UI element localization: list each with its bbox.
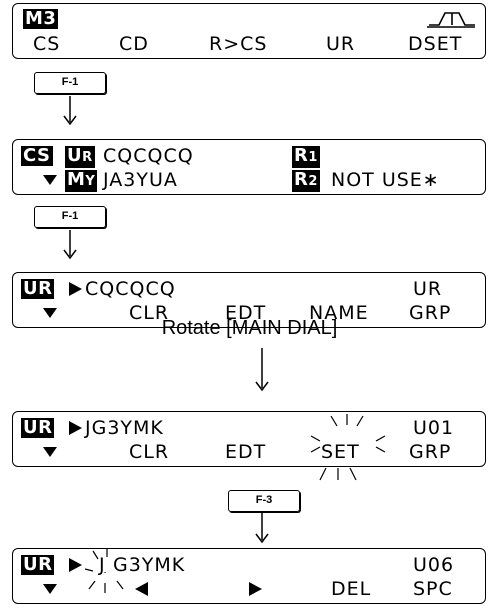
f1-key-2[interactable]: F-1 — [34, 206, 106, 228]
f1-key[interactable]: F-1 — [34, 72, 106, 94]
right-triangle-icon — [69, 421, 82, 435]
menu-grp[interactable]: GRP — [409, 441, 452, 463]
down-triangle-icon — [43, 308, 57, 318]
r2-badge: R2 — [292, 169, 320, 192]
lcd-screen-4: UR JG3YMK U01 CLR EDT SET GRP — [12, 411, 486, 467]
lcd-screen-2: CS UR CQCQCQ R1 MY JA3YUA R2 NOT USE∗ — [12, 139, 486, 195]
ur-call: JG3YMK — [85, 417, 164, 439]
menu-edt[interactable]: EDT — [225, 441, 267, 463]
down-arrow-icon — [255, 348, 269, 392]
down-arrow-icon — [63, 230, 77, 260]
r1-badge: R1 — [292, 145, 320, 168]
cs-badge: CS — [21, 145, 53, 166]
down-arrow-icon — [63, 96, 77, 126]
r2-value: NOT USE∗ — [331, 169, 440, 191]
right-triangle-icon — [69, 282, 82, 296]
memory-badge: M3 — [23, 8, 59, 29]
ur-badge: UR — [21, 278, 55, 299]
ur-call: CQCQCQ — [85, 278, 176, 300]
ur-badge: UR — [21, 417, 55, 438]
down-arrow-icon — [255, 512, 269, 544]
menu-spc[interactable]: SPC — [413, 578, 453, 600]
menu-del[interactable]: DEL — [331, 578, 372, 600]
cursor-right-icon[interactable] — [249, 582, 262, 596]
menu-cd[interactable]: CD — [119, 33, 149, 55]
right-triangle-icon — [69, 558, 82, 572]
lcd-screen-1: M3 CS CD R>CS UR DSET — [12, 3, 486, 59]
menu-dset[interactable]: DSET — [408, 33, 463, 55]
my-call: JA3YUA — [103, 169, 178, 191]
ur-call-rest: G3YMK — [113, 554, 186, 576]
menu-cs[interactable]: CS — [33, 33, 61, 55]
menu-grp[interactable]: GRP — [409, 302, 452, 324]
instruction-caption: Rotate [MAIN DIAL] — [161, 317, 338, 339]
ur-badge: UR — [65, 145, 95, 168]
mode-label: UR — [413, 278, 443, 300]
memory-channel: U01 — [413, 417, 455, 439]
menu-clr[interactable]: CLR — [129, 302, 170, 324]
ur-badge: UR — [21, 554, 55, 575]
menu-r-to-cs[interactable]: R>CS — [209, 33, 268, 55]
menu-clr[interactable]: CLR — [129, 441, 170, 463]
menu-name[interactable]: NAME — [309, 302, 369, 324]
menu-set[interactable]: SET — [321, 441, 360, 463]
f3-key[interactable]: F-3 — [228, 490, 300, 512]
lcd-screen-3: UR CQCQCQ UR CLR EDT NAME GRP — [12, 272, 486, 328]
blink-icon — [310, 414, 386, 453]
menu-edt[interactable]: EDT — [225, 302, 267, 324]
down-triangle-icon — [43, 584, 57, 594]
cursor-left-icon[interactable] — [135, 582, 148, 596]
my-badge: MY — [65, 169, 98, 192]
memory-channel: U06 — [413, 554, 455, 576]
blink-icon — [84, 549, 124, 593]
menu-ur[interactable]: UR — [326, 33, 356, 55]
blink-rays-below — [319, 467, 357, 481]
lcd-screen-5: UR J G3YMK U06 DEL SPC — [12, 548, 486, 604]
down-triangle-icon — [43, 175, 57, 185]
cursor-char: J — [99, 554, 106, 576]
ur-call: CQCQCQ — [103, 145, 194, 167]
split-icon — [427, 12, 475, 28]
down-triangle-icon — [43, 447, 57, 457]
